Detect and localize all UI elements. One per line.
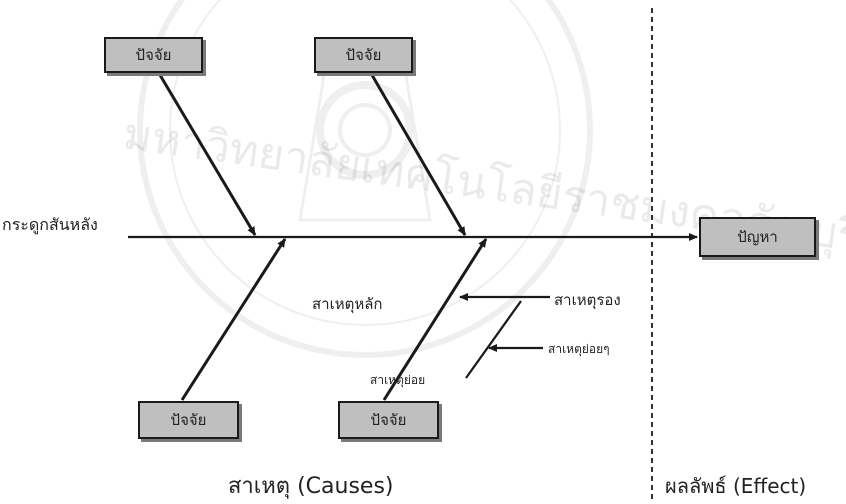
top-right-bone: [370, 74, 467, 236]
bottom-right-bone: [382, 238, 488, 401]
sub-cause-label: สาเหตุย่อย: [370, 373, 426, 387]
secondary-cause-label: สาเหตุรอง: [554, 291, 621, 309]
main-cause-label: สาเหตุหลัก: [312, 295, 383, 313]
bottom-left-bone: [180, 238, 287, 401]
factor-box-top-right: ปัจจัย: [314, 37, 413, 73]
causes-section-label: สาเหตุ (Causes): [228, 474, 394, 499]
problem-box: ปัญหา: [699, 217, 816, 257]
effect-section-label: ผลลัพธ์ (Effect): [665, 474, 807, 498]
factor-box-bottom-right: ปัจจัย: [338, 401, 439, 439]
spine-label: กระดูกสันหลัง: [2, 215, 98, 234]
minor-cause-label: สาเหตุย่อยๆ: [548, 342, 610, 356]
factor-box-top-left: ปัจจัย: [104, 37, 203, 73]
sub-cause-branch: [465, 300, 522, 379]
factor-box-bottom-left: ปัจจัย: [138, 401, 239, 439]
top-left-bone: [158, 74, 257, 236]
